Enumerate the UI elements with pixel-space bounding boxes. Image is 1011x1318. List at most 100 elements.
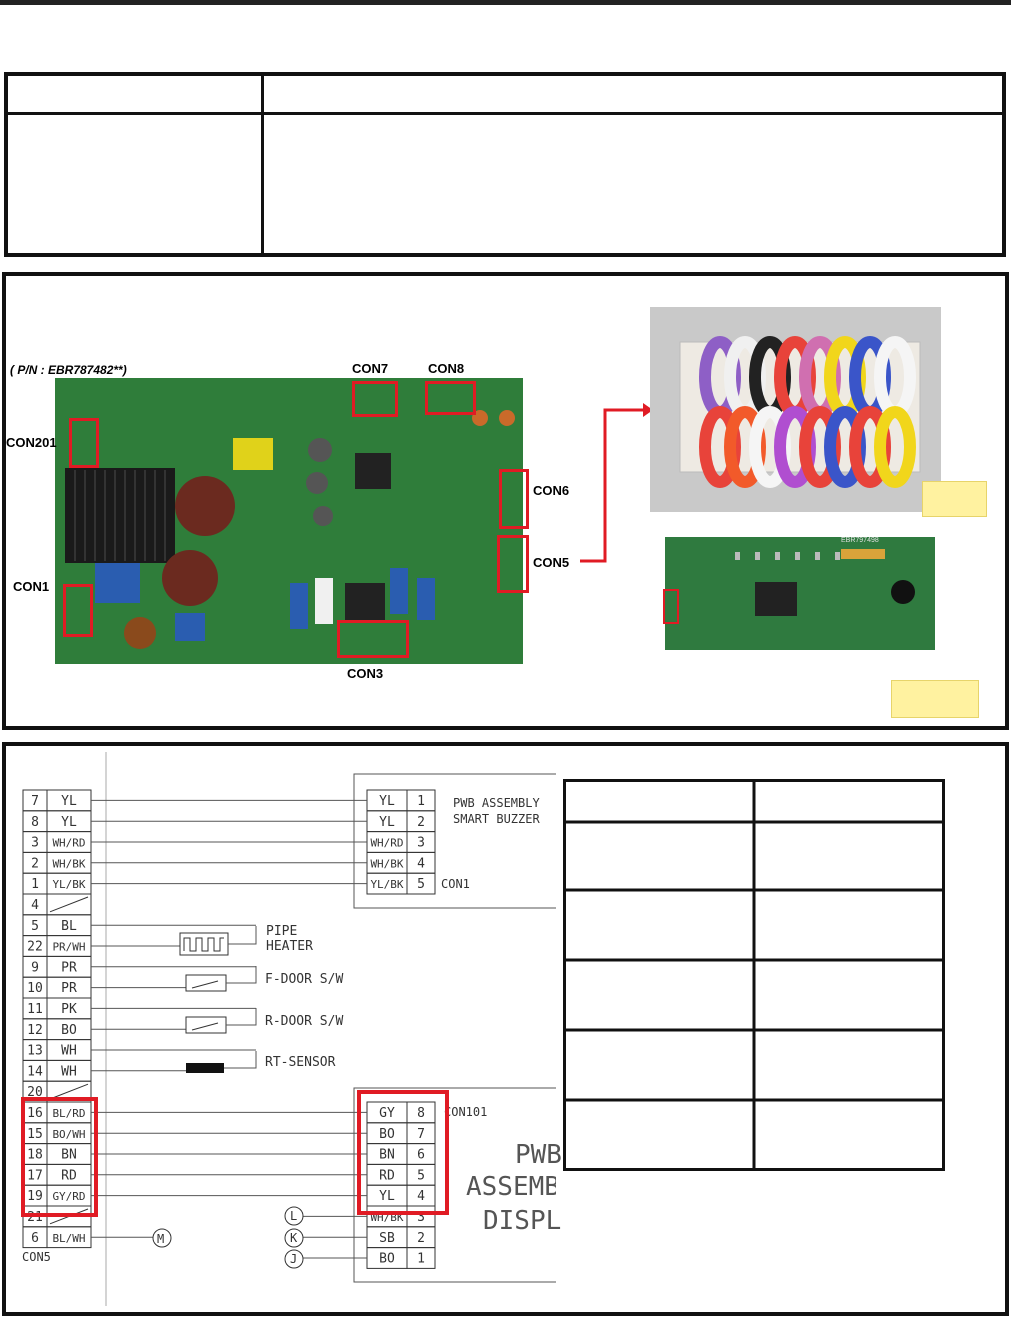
con3-label: CON3 <box>347 666 384 681</box>
con5-pin-color: BL <box>61 919 77 934</box>
con5-pin-number: 4 <box>31 898 39 913</box>
con5-pin-color: RD <box>61 1168 77 1183</box>
con5-pin-number: 10 <box>27 981 43 996</box>
con5-connector-label: CON5 <box>22 1250 51 1264</box>
red-arrow-icon <box>580 403 653 563</box>
buzzer-pin-color: WH/BK <box>370 857 403 870</box>
con201-label: CON201 <box>6 435 57 450</box>
board-photo-section <box>2 272 1009 730</box>
display-pin-color: RD <box>379 1168 395 1183</box>
con1-label: CON1 <box>13 579 50 594</box>
display-board-label: EBR797498 <box>841 537 879 544</box>
display-pin-number: 2 <box>417 1231 425 1246</box>
buzzer-pin-color: YL <box>379 815 395 830</box>
con5-pin-color: YL <box>61 794 77 809</box>
con5-pin-number: 9 <box>31 960 39 975</box>
r-door-label: R-DOOR S/W <box>265 1014 344 1029</box>
buzzer-pin-color: YL <box>379 794 395 809</box>
display-title-2: ASSEMB <box>466 1172 556 1202</box>
buzzer-pin-number: 3 <box>417 836 425 851</box>
con5-pin-number: 8 <box>31 815 39 830</box>
buzzer-pin-number: 4 <box>417 856 425 871</box>
con5-pin-color: PR <box>61 960 77 975</box>
pipe-heater-label-2: HEATER <box>266 939 313 954</box>
con201-highlight <box>69 418 99 468</box>
pipe-heater-label-1: PIPE <box>266 924 298 939</box>
con5-pin-number: 5 <box>31 919 39 934</box>
con1-highlight <box>63 584 93 637</box>
buzzer-pin-number: 1 <box>417 794 425 809</box>
con5-pin-number: 13 <box>27 1044 43 1059</box>
display-connector-label: CON101 <box>444 1105 488 1119</box>
con5-pin-color: BO/WH <box>52 1128 85 1141</box>
con5-pin-color: BN <box>61 1148 77 1163</box>
f-door-label: F-DOOR S/W <box>265 972 344 987</box>
con5-pin-color: YL/BK <box>52 878 85 891</box>
con5-pin-number: 1 <box>31 877 39 892</box>
display-connector-highlight <box>663 589 679 624</box>
con5-pin-number: 22 <box>27 940 43 955</box>
con5-pin-number: 16 <box>27 1106 43 1121</box>
main-pcb-image <box>55 378 523 664</box>
con101-pins-highlight <box>357 1090 449 1215</box>
con5-pin-number: 17 <box>27 1168 43 1183</box>
display-pin-color: SB <box>379 1231 395 1246</box>
display-title-3: DISPL <box>483 1206 562 1236</box>
con5-pin-color: WH/RD <box>52 837 85 850</box>
con5-pin-color: PK <box>61 1002 77 1017</box>
display-pin-number: 1 <box>417 1252 425 1267</box>
buzzer-pin-number: 2 <box>417 815 425 830</box>
k-terminal-icon: K <box>290 1231 298 1245</box>
con5-pin-color: PR <box>61 981 77 996</box>
header-column-divider <box>261 76 264 253</box>
con5-pin-color: GY/RD <box>52 1190 85 1203</box>
display-tag <box>891 680 979 718</box>
display-pin-color: BN <box>379 1148 395 1163</box>
rt-sensor-label: RT-SENSOR <box>265 1055 336 1070</box>
display-pin-number: 7 <box>417 1127 425 1142</box>
buzzer-pin-number: 5 <box>417 877 425 892</box>
display-pin-number: 5 <box>417 1168 425 1183</box>
buzzer-pin-color: YL/BK <box>370 878 403 891</box>
con8-highlight <box>425 381 476 415</box>
buzzer-title-2: SMART BUZZER <box>453 812 540 826</box>
con5-pin-color: WH <box>61 1064 77 1079</box>
display-title-1: PWB <box>515 1140 562 1170</box>
display-pin-number: 3 <box>417 1210 425 1225</box>
buzzer-connector-label: CON1 <box>441 877 470 891</box>
con7-label: CON7 <box>352 361 389 376</box>
con5-pin-color: WH <box>61 1044 77 1059</box>
l-terminal-icon: L <box>290 1209 298 1223</box>
con5-pin-number: 14 <box>27 1064 43 1079</box>
top-rule <box>0 0 1011 5</box>
con5-pin-color: BO <box>61 1023 77 1038</box>
con5-pin-number: 15 <box>27 1127 43 1142</box>
con5-pin-number: 18 <box>27 1148 43 1163</box>
display-board-photo: EBR797498 <box>665 537 935 650</box>
con5-label: CON5 <box>533 555 570 570</box>
connector-table <box>563 779 945 1171</box>
motor-icon: M <box>157 1232 165 1246</box>
buzzer-pin-color: WH/RD <box>370 837 403 850</box>
con5-pin-color: YL <box>61 815 77 830</box>
con5-pin-number: 11 <box>27 1002 43 1017</box>
con5-pin-number: 2 <box>31 856 39 871</box>
schematic-section <box>2 742 1009 1316</box>
con5-highlight <box>497 535 529 593</box>
display-pin-number: 6 <box>417 1148 425 1163</box>
con5-pins-highlight <box>21 1097 98 1217</box>
con5-pin-number: 3 <box>31 836 39 851</box>
con6-label: CON6 <box>533 483 570 498</box>
con5-pin-number: 7 <box>31 794 39 809</box>
buzzer-title-1: PWB ASSEMBLY <box>453 796 540 810</box>
con5-pin-number: 6 <box>31 1231 39 1246</box>
display-pin-color: BO <box>379 1127 395 1142</box>
header-table <box>4 72 1006 257</box>
display-pin-color: YL <box>379 1189 395 1204</box>
display-pin-color: BO <box>379 1252 395 1267</box>
part-number: ( P/N : EBR787482**) <box>10 363 127 377</box>
con5-pin-number: 12 <box>27 1023 43 1038</box>
display-pin-number: 8 <box>417 1106 425 1121</box>
con8-label: CON8 <box>428 361 465 376</box>
